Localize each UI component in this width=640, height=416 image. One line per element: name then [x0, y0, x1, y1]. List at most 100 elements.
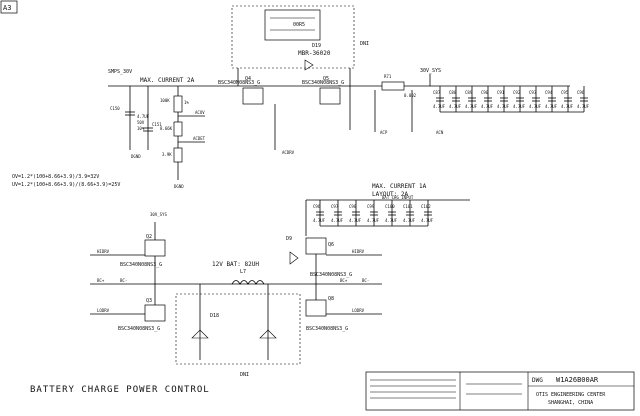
- r-3-9k-value: 3.9K: [162, 152, 172, 157]
- r71-value: 0.002: [404, 93, 417, 98]
- bank-cap-ref: C90: [481, 90, 489, 95]
- bank-cap-ref: C88: [449, 90, 457, 95]
- bank-cap-value: 4.7UF: [349, 218, 362, 223]
- top-resistor-value: 00R5: [293, 22, 305, 28]
- bank-cap-value: 4.7UF: [465, 104, 478, 109]
- dni-label-bottom: DNI: [240, 372, 249, 378]
- sheet-size-tag: A3: [3, 4, 11, 12]
- dni-box-bottom: [175, 293, 301, 365]
- bank-cap-ref: C93: [529, 90, 537, 95]
- r-3-9k: [173, 147, 183, 163]
- sheet-title: BATTERY CHARGE POWER CONTROL: [30, 385, 210, 395]
- v30-sys-net-mid: 30V_SYS: [150, 212, 167, 217]
- q2-mosfet: [144, 239, 166, 257]
- bank-cap-value: 4.7UF: [367, 218, 380, 223]
- layout-2a-note: LAYOUT: 2A: [372, 191, 409, 198]
- bc-pos-net-left: BC+: [97, 278, 105, 283]
- q4-mosfet: [242, 87, 264, 105]
- gnd-label: DGND: [131, 154, 141, 159]
- r-100k-value: 100K: [160, 98, 170, 103]
- bat-inductor-note: 12V BAT: 82UH: [212, 261, 259, 268]
- l7-inductor: [231, 280, 265, 285]
- dwg-number: W1A26B00AR: [556, 376, 599, 384]
- bank-cap-value: 4.7UF: [313, 218, 326, 223]
- bank-cap-value: 4.7UF: [513, 104, 526, 109]
- d19-ref: D19: [312, 43, 321, 49]
- bank-cap-value: 4.7UF: [403, 218, 416, 223]
- c150-value: 4.7UF: [137, 114, 150, 119]
- q4-part-number: BSC340N08NS3_G: [218, 80, 260, 86]
- bank-cap-value: 4.7UF: [577, 104, 590, 109]
- bc-pos-net-right: BC+: [340, 278, 348, 283]
- cap-bank-top: C87 4.7UF C88 4.7UF C89 4.7UF C90 4.7UF C91 4.7UF…: [433, 86, 590, 113]
- bc-neg-net-left: BC-: [120, 278, 127, 283]
- bank-cap-value: 4.7UF: [481, 104, 494, 109]
- bank-cap-ref: C101: [403, 204, 413, 209]
- d19-part-number: MBR-36020: [298, 50, 331, 57]
- hidrv-net-right: HIDRV: [352, 249, 365, 254]
- bat-chg-input-net: BAT_CHG_INPUT: [382, 195, 414, 200]
- bank-cap-value: 4.7UF: [497, 104, 510, 109]
- res-tolerance: 1%: [184, 100, 189, 105]
- bank-cap-ref: C87: [433, 90, 441, 95]
- q6-mosfet: [305, 237, 327, 255]
- c150-ref: C150: [110, 106, 120, 111]
- bank-cap-value: 4.7UF: [561, 104, 574, 109]
- bank-cap-ref: C100: [385, 204, 395, 209]
- bank-cap-ref: C91: [497, 90, 505, 95]
- smps-30v-net: SMPS_30V: [108, 69, 132, 75]
- ov-formula: OV=1.2*(100+8.66+3.9)/3.9=32V: [12, 174, 99, 180]
- d9-diode-symbol: [289, 251, 299, 265]
- top-ic-block: [264, 9, 321, 41]
- bank-cap-value: 4.7UF: [433, 104, 446, 109]
- q3-ref: Q3: [146, 298, 152, 304]
- c151-ref: C151: [152, 122, 162, 127]
- bank-cap-value: 4.7UF: [385, 218, 398, 223]
- bank-cap-ref: C89: [465, 90, 473, 95]
- uv-formula: UV=1.2*(100+8.66+3.9)/(8.66+3.9)=25V: [12, 182, 120, 188]
- lodrv-net-left: LODRV: [97, 308, 110, 313]
- dwg-label: DWG: [532, 377, 543, 384]
- r-100k: [173, 95, 183, 113]
- bc-neg-net-right: BC-: [362, 278, 369, 283]
- c150-tolerance: 10%: [137, 126, 145, 131]
- q2-part-number: BSC340N08NS3_G: [120, 262, 162, 268]
- cap-bank-mid: C96 4.7UF C97 4.7UF C98 4.7UF C99 4.7UF C100 4.7U…: [313, 200, 434, 227]
- q5-mosfet: [319, 87, 341, 105]
- q3-part-number: BSC340N08NS3_G: [118, 326, 160, 332]
- bank-cap-value: 4.7UF: [449, 104, 462, 109]
- bank-cap-value: 4.7UF: [529, 104, 542, 109]
- bank-cap-ref: C102: [421, 204, 431, 209]
- q5-ref: Q5: [323, 76, 329, 82]
- v30-sys-net-top: 30V_SYS: [420, 68, 441, 74]
- hidrv-net-left: HIDRV: [97, 249, 110, 254]
- acdet-net: ACDET: [193, 136, 206, 141]
- max-current-2a-note: MAX. CURRENT 2A: [140, 77, 195, 84]
- q8-mosfet: [305, 299, 327, 317]
- bank-cap-value: 4.7UF: [331, 218, 344, 223]
- bank-cap-ref: C92: [513, 90, 521, 95]
- city-label: SHANGHAI, CHINA: [548, 400, 593, 406]
- bank-cap-ref: C97: [331, 204, 339, 209]
- lodrv-net-right: LODRV: [352, 308, 365, 313]
- r-8-66k: [173, 121, 183, 137]
- r71-sense-resistor: [381, 81, 405, 91]
- title-block: [365, 371, 635, 411]
- q8-part-number: BSC340N08NS3_G: [306, 326, 348, 332]
- acp-net: ACP: [380, 130, 388, 135]
- q6-ref: Q6: [328, 242, 334, 248]
- bank-cap-value: 4.7UF: [545, 104, 558, 109]
- acn-net: ACN: [436, 130, 444, 135]
- q6-part-number: BSC340N08NS3_G: [310, 272, 352, 278]
- l7-ref: L7: [240, 269, 246, 275]
- d18-ref: D18: [210, 313, 219, 319]
- bank-cap-ref: C95: [561, 90, 569, 95]
- r71-ref: R71: [384, 74, 392, 79]
- bank-cap-ref: C98: [349, 204, 357, 209]
- bank-cap-ref: C96: [313, 204, 321, 209]
- bank-cap-ref: C99: [367, 204, 375, 209]
- r-8-66k-value: 8.66K: [160, 126, 173, 131]
- bank-cap-value: 4.7UF: [421, 218, 434, 223]
